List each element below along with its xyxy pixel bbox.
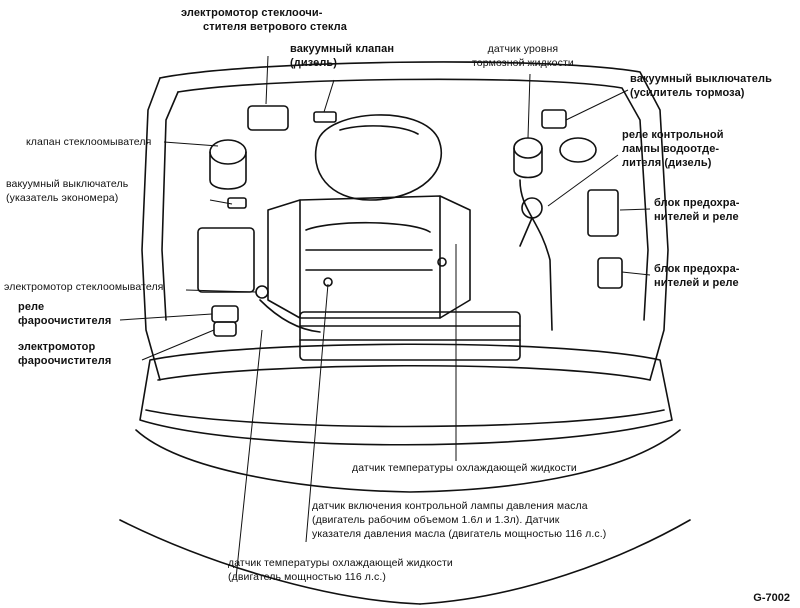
callout-coolant-temp-sensor: датчик температуры охлаждающей жидкости (352, 462, 577, 474)
callout-brake-fluid-sensor: датчик уровня тормозной жидкости (472, 43, 574, 69)
callout-headlight-washer-relay: реле фароочистителя (18, 301, 112, 327)
callout-vacuum-switch-booster: вакуумный выключатель (усилитель тормоза… (630, 73, 772, 99)
callout-wiper-motor: электромотор стеклоочи- стителя ветровог… (181, 7, 347, 33)
figure-id: G-7002 (753, 592, 790, 604)
callout-headlight-washer-motor: электромотор фароочистителя (18, 341, 112, 367)
callout-fuse-block-2: блок предохра- нителей и реле (654, 263, 740, 289)
callout-fuse-block-1: блок предохра- нителей и реле (654, 197, 740, 223)
callout-relay-water-separator: реле контрольной лампы водоотде- лителя … (622, 129, 724, 169)
leader-lines (119, 55, 651, 579)
callout-vacuum-valve: вакуумный клапан (дизель) (290, 43, 395, 69)
callout-oil-pressure-sensor: датчик включения контрольной лампы давле… (312, 500, 607, 540)
callout-coolant-temp-sensor-116: датчик температуры охлаждающей жидкости … (228, 557, 453, 583)
callout-washer-motor: электромотор стеклоомывателя (4, 281, 164, 293)
callout-vacuum-switch-economy: вакуумный выключатель (указатель экономе… (6, 178, 129, 204)
callout-washer-valve: клапан стеклоомывателя (26, 136, 152, 148)
car-outline (119, 61, 691, 605)
